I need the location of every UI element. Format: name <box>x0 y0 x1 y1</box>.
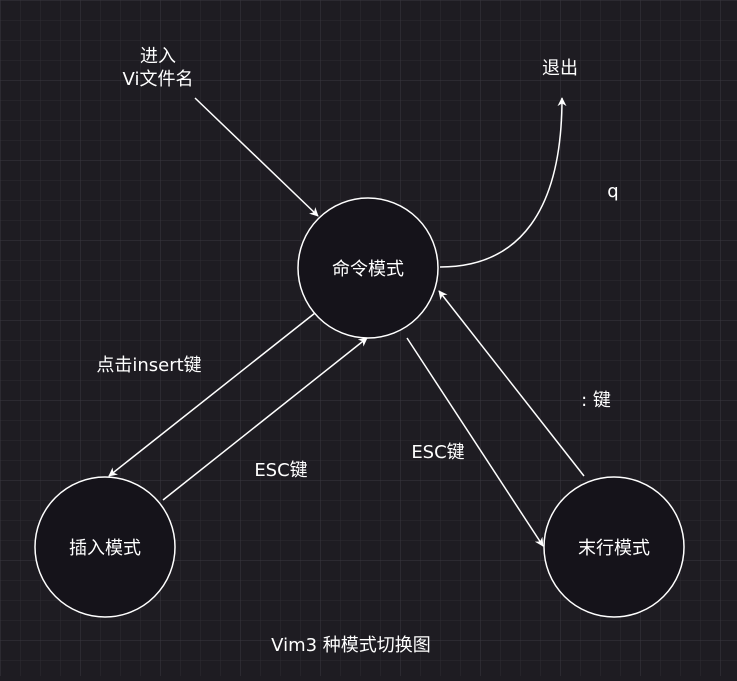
node-command-label: 命令模式 <box>332 259 404 280</box>
node-command-mode: 命令模式 <box>297 197 439 339</box>
label-enter-line1: 进入 <box>140 46 176 67</box>
node-lastline-mode: 末行模式 <box>543 476 685 618</box>
label-click-insert: 点击insert键 <box>96 355 201 376</box>
label-esc-right: ESC键 <box>411 442 464 463</box>
node-lastline-label: 末行模式 <box>578 538 650 559</box>
edge-enter-to-command <box>194 97 319 217</box>
edge-insert-to-command <box>162 337 368 501</box>
label-q-key: q <box>607 181 618 202</box>
label-esc-left: ESC键 <box>254 460 307 481</box>
node-insert-mode: 插入模式 <box>34 476 176 618</box>
label-enter-line2: Vi文件名 <box>123 69 194 90</box>
edge-command-to-lastline <box>406 337 544 547</box>
node-insert-label: 插入模式 <box>69 538 141 559</box>
edge-command-to-insert <box>108 312 316 477</box>
diagram-caption: Vim3 种模式切换图 <box>271 635 431 656</box>
edge-lastline-to-command <box>438 290 585 477</box>
label-quit: 退出 <box>542 58 578 79</box>
edge-command-to-quit <box>439 97 567 268</box>
label-colon-key: : 键 <box>581 390 611 411</box>
